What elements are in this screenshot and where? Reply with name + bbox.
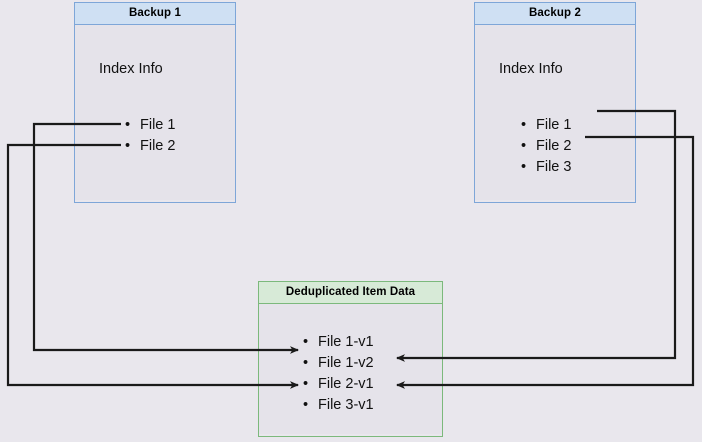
backup-2-header: Backup 2 xyxy=(475,3,635,25)
list-item: File 2-v1 xyxy=(303,374,374,395)
list-item: File 2 xyxy=(521,136,571,157)
dedup-header: Deduplicated Item Data xyxy=(259,282,442,304)
list-item: File 3-v1 xyxy=(303,395,374,416)
backup-1-file-list: File 1 File 2 xyxy=(125,115,175,157)
backup-2-box[interactable]: Backup 2 Index Info File 1 File 2 File 3 xyxy=(474,2,636,203)
list-item: File 1-v2 xyxy=(303,353,374,374)
backup-2-file-list: File 1 File 2 File 3 xyxy=(521,115,571,178)
list-item: File 1 xyxy=(521,115,571,136)
dedup-body: File 1-v1 File 1-v2 File 2-v1 File 3-v1 xyxy=(259,304,442,434)
backup-1-box[interactable]: Backup 1 Index Info File 1 File 2 xyxy=(74,2,236,203)
dedup-item-list: File 1-v1 File 1-v2 File 2-v1 File 3-v1 xyxy=(303,332,374,416)
list-item: File 1-v1 xyxy=(303,332,374,353)
backup-1-header: Backup 1 xyxy=(75,3,235,25)
list-item: File 3 xyxy=(521,157,571,178)
list-item: File 1 xyxy=(125,115,175,136)
backup-1-body: Index Info File 1 File 2 xyxy=(75,25,235,200)
backup-2-body: Index Info File 1 File 2 File 3 xyxy=(475,25,635,200)
deduplicated-item-data-box[interactable]: Deduplicated Item Data File 1-v1 File 1-… xyxy=(258,281,443,437)
backup-2-index-label: Index Info xyxy=(499,61,563,77)
backup-1-index-label: Index Info xyxy=(99,61,163,77)
list-item: File 2 xyxy=(125,136,175,157)
